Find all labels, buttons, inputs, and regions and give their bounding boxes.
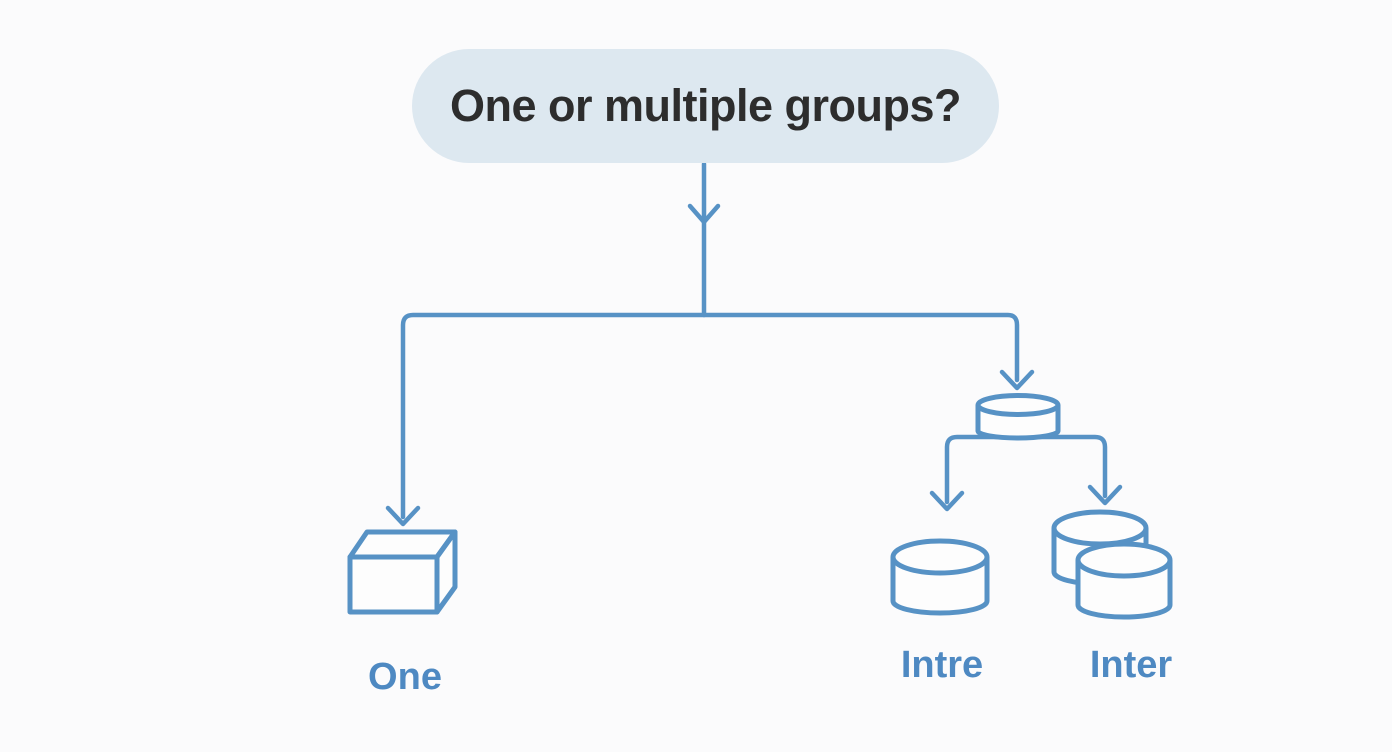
arrow-down-icon — [385, 505, 421, 527]
single-cylinder-icon — [890, 538, 990, 616]
branch-label-one: One — [368, 656, 442, 698]
arrow-down-icon — [929, 490, 965, 512]
decision-question: One or multiple groups? — [449, 80, 962, 131]
single-box-icon — [347, 529, 458, 615]
arrow-down-icon — [1087, 484, 1123, 506]
branch-label-intre: Intre — [900, 644, 984, 686]
branch-label-inter: Inter — [1089, 644, 1173, 686]
decision-node: One or multiple groups? — [412, 49, 999, 163]
stem-connector — [687, 161, 721, 318]
arrow-down-icon — [999, 369, 1035, 391]
branch-connector — [385, 312, 1035, 527]
double-cylinder-icon — [1051, 509, 1173, 620]
arrow-down-icon — [687, 203, 721, 225]
sub-branch-connector — [929, 434, 1123, 512]
groups-cylinder-icon — [975, 393, 1061, 441]
